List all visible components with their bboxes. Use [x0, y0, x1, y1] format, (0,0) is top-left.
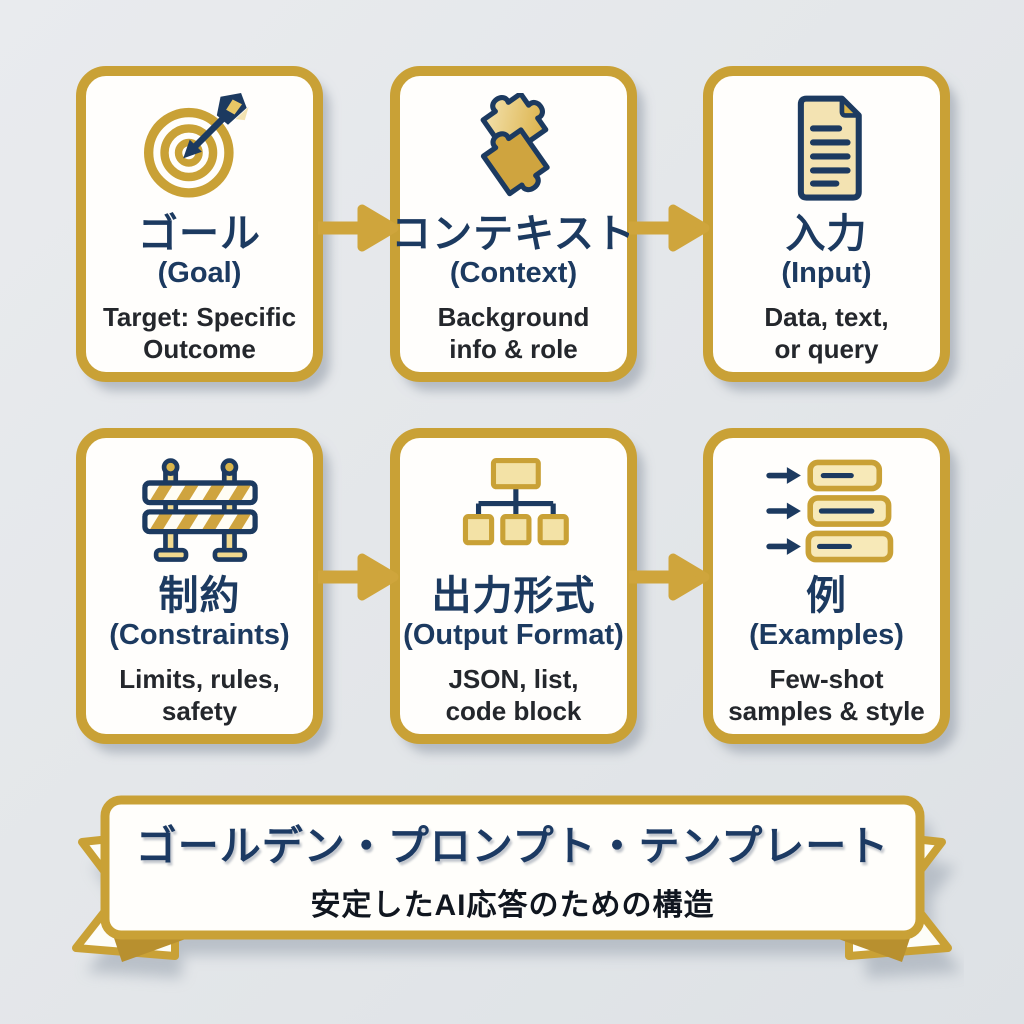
card-input-title-ja: 入力: [785, 212, 868, 256]
card-output-description: JSON, list, code block: [445, 664, 582, 726]
puzzle-icon: [439, 90, 589, 208]
arrow-right-icon: [318, 553, 399, 601]
card-input: 入力 (Input) Data, text, or query: [703, 66, 950, 382]
banner-text-block: ゴールデン・プロンプト・テンプレート 安定したAI応答のための構造: [105, 800, 920, 935]
card-examples-title-en: (Examples): [749, 618, 904, 651]
card-goal-description: Target: Specific Outcome: [102, 302, 297, 364]
examples-list-icon: [752, 452, 902, 570]
card-output-title-en: (Output Format): [403, 618, 624, 651]
title-banner: ゴールデン・プロンプト・テンプレート 安定したAI応答のための構造: [60, 782, 964, 1018]
card-goal-title-en: (Goal): [157, 256, 242, 289]
banner-subtitle: 安定したAI応答のための構造: [310, 888, 715, 922]
card-input-description: Data, text, or query: [764, 302, 889, 364]
barrier-icon: [115, 452, 285, 570]
ribbon-graphic: [72, 795, 962, 978]
card-examples-title-ja: 例: [806, 574, 847, 618]
card-examples: 例 (Examples) Few-shot samples & style: [703, 428, 950, 744]
card-examples-description: Few-shot samples & style: [728, 664, 925, 726]
document-icon: [752, 90, 902, 208]
card-context-title-ja: コンテキスト: [391, 212, 636, 256]
arrow-right-icon: [318, 204, 399, 252]
card-constraints-description: Limits, rules, safety: [119, 664, 280, 726]
card-input-title-en: (Input): [781, 256, 872, 289]
card-goal-title-ja: ゴール: [138, 212, 261, 256]
card-output-format: 出力形式 (Output Format) JSON, list, code bl…: [390, 428, 637, 744]
card-constraints: 制約 (Constraints) Limits, rules, safety: [76, 428, 323, 744]
target-icon: [125, 90, 275, 208]
arrow-right-icon: [629, 204, 710, 252]
card-context-description: Background info & role: [437, 302, 590, 364]
card-constraints-title-en: (Constraints): [109, 618, 290, 651]
card-goal: ゴール (Goal) Target: Specific Outcome: [76, 66, 323, 382]
arrow-right-icon: [629, 553, 710, 601]
card-output-title-ja: 出力形式: [431, 574, 596, 618]
card-context-title-en: (Context): [449, 256, 578, 289]
card-constraints-title-ja: 制約: [158, 574, 241, 618]
flowchart-icon: [439, 452, 589, 570]
card-context: コンテキスト (Context) Background info & role: [390, 66, 637, 382]
banner-title: ゴールデン・プロンプト・テンプレート: [135, 822, 890, 869]
